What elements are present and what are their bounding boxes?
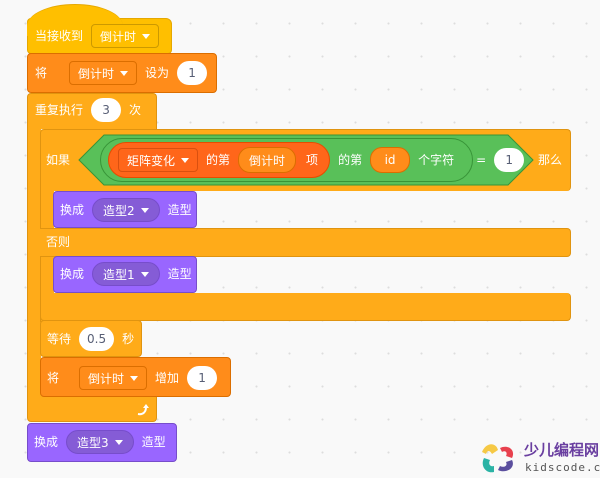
set-to-label: 设为 — [145, 66, 170, 80]
costume-dropdown[interactable]: 造型1 — [92, 262, 160, 286]
if-bottom — [40, 293, 571, 321]
countdown-reporter[interactable]: 倒计时 — [238, 147, 297, 173]
wait-label: 等待 — [47, 332, 72, 346]
repeat-arm — [27, 128, 41, 398]
costume-name: 造型3 — [77, 435, 109, 450]
chevron-down-icon — [120, 70, 129, 76]
letter-label: 个字符 — [418, 153, 455, 167]
costume-suffix: 造型 — [141, 435, 166, 449]
kidscode-logo-icon — [482, 444, 514, 473]
watermark-title: 少儿编程网 — [524, 441, 600, 459]
costume-after-row: 换成 造型3 造型 — [34, 430, 166, 454]
variable-dropdown[interactable]: 倒计时 — [79, 366, 148, 390]
else-label: 否则 — [46, 235, 71, 249]
chevron-down-icon — [140, 271, 149, 277]
condition-row: 矩阵变化 的第 倒计时 项 的第 id 个字符 = 1 — [118, 147, 525, 173]
wait-seconds-input[interactable]: 0.5 — [79, 327, 115, 351]
costume-dropdown[interactable]: 造型2 — [92, 198, 160, 222]
repeat-bottom — [27, 396, 157, 422]
compare-value-input[interactable]: 1 — [494, 148, 525, 172]
loop-arrow-icon — [137, 404, 149, 416]
repeat-row: 重复执行 3 次 — [35, 98, 141, 122]
chevron-down-icon — [130, 375, 139, 381]
wait-row: 等待 0.5 秒 — [47, 327, 134, 351]
else-bar — [40, 228, 571, 257]
change-var-row: 将 倒计时 增加 1 — [47, 366, 218, 390]
times-label: 次 — [129, 103, 142, 117]
chevron-down-icon — [140, 207, 149, 213]
repeat-label: 重复执行 — [35, 103, 84, 117]
costume-name: 造型2 — [103, 203, 135, 218]
equals-sign: = — [476, 153, 487, 167]
costume-name: 造型1 — [103, 267, 135, 282]
letter-index-label: 的第 — [338, 153, 363, 167]
variable-dropdown[interactable]: 倒计时 — [69, 61, 138, 85]
id-reporter[interactable]: id — [370, 147, 411, 173]
seconds-label: 秒 — [122, 332, 135, 346]
set-value-input[interactable]: 1 — [177, 61, 208, 85]
set-var-row: 将 倒计时 设为 1 — [35, 61, 208, 85]
chevron-down-icon — [142, 33, 151, 39]
item-label: 项 — [306, 153, 319, 167]
chevron-down-icon — [181, 157, 190, 163]
kidscode-watermark: 少儿编程网 kidscode.cn — [478, 440, 600, 478]
list-name: 矩阵变化 — [127, 153, 176, 168]
if-label: 如果 — [46, 153, 71, 167]
variable-name: 倒计时 — [88, 371, 125, 386]
when-receive-label: 当接收到 — [35, 29, 84, 43]
list-dropdown[interactable]: 矩阵变化 — [118, 148, 199, 172]
change-by-label: 增加 — [155, 371, 180, 385]
then-label: 那么 — [538, 153, 563, 167]
hat-row: 当接收到 倒计时 — [35, 24, 160, 48]
message-name: 倒计时 — [100, 29, 137, 44]
switch-to-label: 换成 — [60, 267, 85, 281]
costume-dropdown[interactable]: 造型3 — [66, 430, 134, 454]
set-label: 将 — [35, 66, 48, 80]
switch-to-label: 换成 — [60, 203, 85, 217]
costume-suffix: 造型 — [167, 267, 192, 281]
costume-suffix: 造型 — [167, 203, 192, 217]
watermark-domain: kidscode.cn — [525, 461, 600, 474]
item-index-label: 的第 — [206, 153, 231, 167]
repeat-times-input[interactable]: 3 — [91, 98, 122, 122]
change-value-input[interactable]: 1 — [187, 366, 218, 390]
costume-then-row: 换成 造型2 造型 — [60, 198, 192, 222]
variable-name: 倒计时 — [78, 66, 115, 81]
change-label: 将 — [47, 371, 60, 385]
switch-to-label: 换成 — [34, 435, 59, 449]
message-dropdown[interactable]: 倒计时 — [91, 24, 160, 48]
costume-else-row: 换成 造型1 造型 — [60, 262, 192, 286]
chevron-down-icon — [114, 439, 123, 445]
